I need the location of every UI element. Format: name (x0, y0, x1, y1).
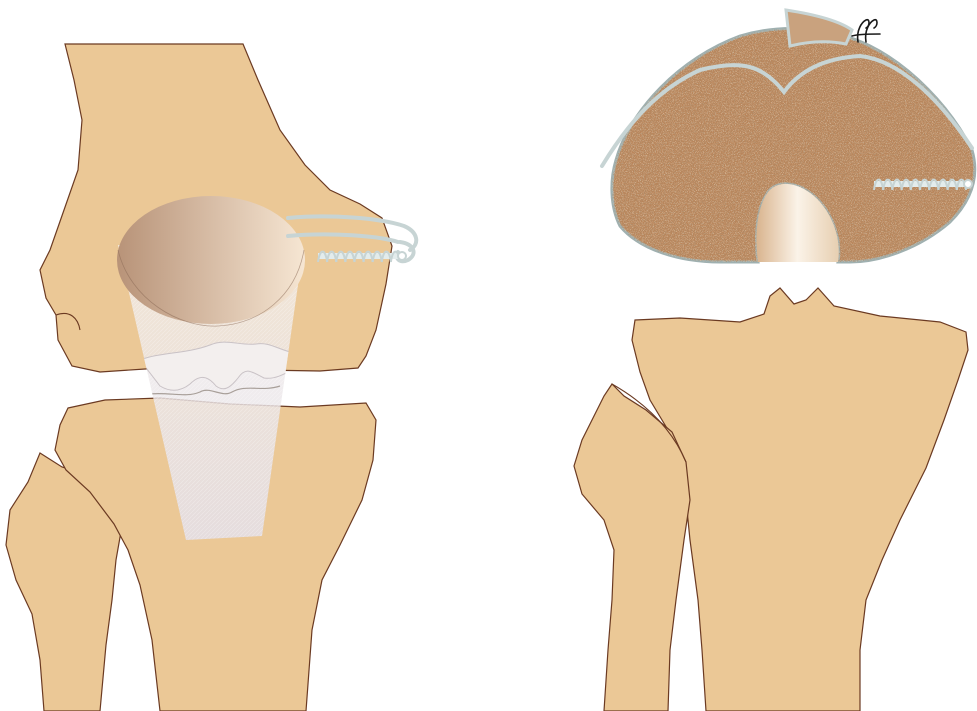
anchor-eyelet (964, 180, 972, 188)
anchor-shaft (318, 253, 400, 259)
graft-plug-top (117, 196, 305, 324)
anchor-eyelet (398, 252, 406, 260)
